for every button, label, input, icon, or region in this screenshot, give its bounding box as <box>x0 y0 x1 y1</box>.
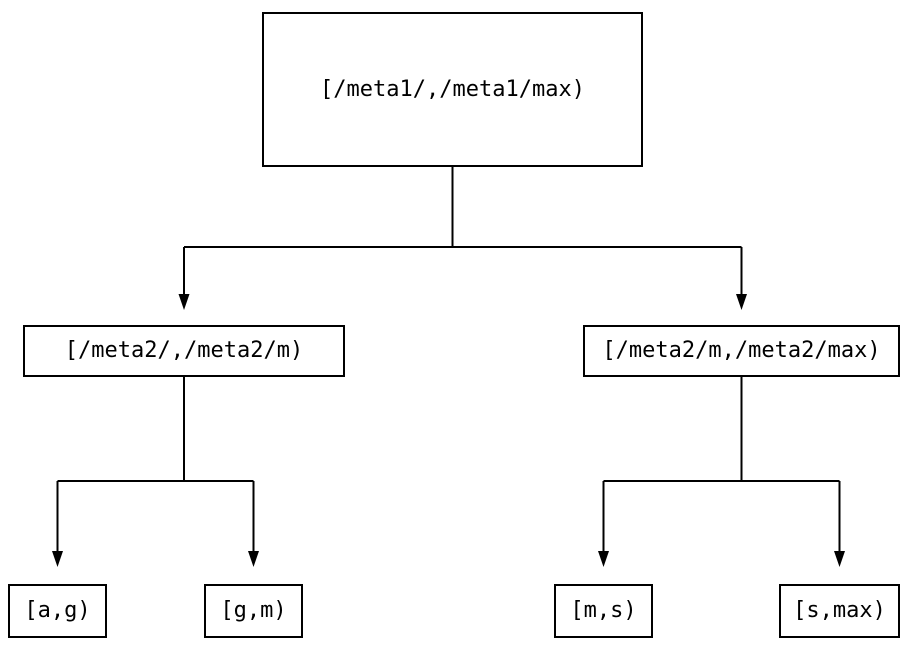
edge-right-leaf-ms-arrowhead-icon <box>598 551 609 567</box>
node-leaf-smax: [s,max) <box>779 584 900 638</box>
edge-root-right-arrowhead-icon <box>736 294 747 310</box>
edge-left-leaf-ag-arrowhead-icon <box>52 551 63 567</box>
node-leaf-ms-label: [m,s) <box>570 598 637 623</box>
edge-left-leaf-gm-arrowhead-icon <box>248 551 259 567</box>
node-leaf-ms: [m,s) <box>554 584 653 638</box>
edge-root-left-arrowhead-icon <box>178 294 190 310</box>
node-leaf-gm: [g,m) <box>204 584 303 638</box>
node-left-range: [/meta2/,/meta2/m) <box>23 325 345 377</box>
node-right-range-label: [/meta2/m,/meta2/max) <box>602 338 881 363</box>
node-root-range: [/meta1/,/meta1/max) <box>262 12 643 167</box>
edge-right-leaf-smax-arrowhead-icon <box>834 551 845 567</box>
node-leaf-ag-label: [a,g) <box>24 598 91 623</box>
node-leaf-gm-label: [g,m) <box>220 598 287 623</box>
node-left-range-label: [/meta2/,/meta2/m) <box>64 338 304 363</box>
node-leaf-ag: [a,g) <box>8 584 107 638</box>
node-leaf-smax-label: [s,max) <box>793 598 886 623</box>
node-right-range: [/meta2/m,/meta2/max) <box>583 325 900 377</box>
node-root-range-label: [/meta1/,/meta1/max) <box>320 76 585 102</box>
